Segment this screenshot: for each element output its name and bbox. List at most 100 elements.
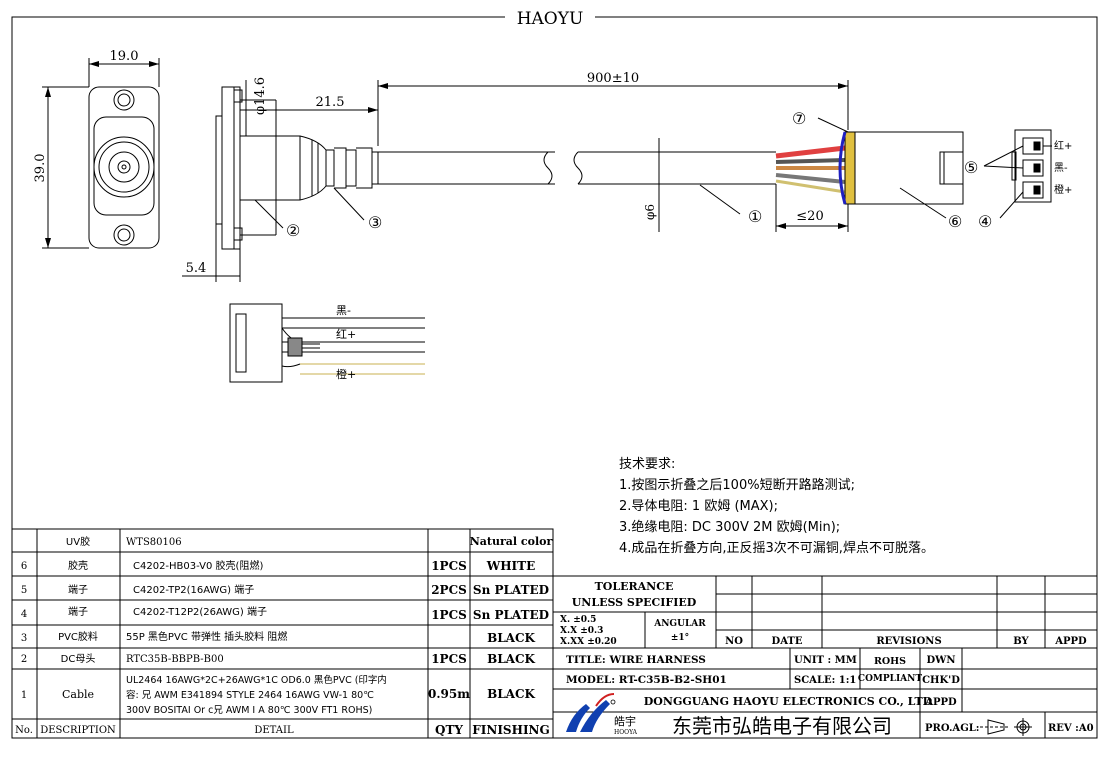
bom-detail: C4202-TP2(16AWG) 端子 [133,583,254,596]
rev-no-label: NO [725,636,743,647]
bom-no: 1 [21,690,27,701]
end-label-orange: 橙+ [1054,183,1072,196]
proagl-label: PRO.AGL: [925,723,979,734]
side-view [182,80,947,282]
requirement-3: 3.绝缘电阻: DC 300V 2M 欧姆(Min); [619,519,840,535]
bom-detail: RTC35B-BBPB-B00 [126,654,224,665]
bom-desc: 端子 [68,583,88,596]
bom-desc: DC母头 [61,653,96,665]
bom-header-desc: DESCRIPTION [40,725,116,736]
company-en: DONGGUANG HAOYU ELECTRONICS CO., LTD [644,695,933,708]
bom-no: 6 [21,561,27,572]
requirement-2: 2.导体电阻: 1 欧姆 (MAX); [619,499,778,514]
bom-qty: 1PCS [431,652,467,666]
rev-label: REV :A0 [1048,723,1094,734]
logo-en: HOOYA [614,729,638,736]
wiring-detail [229,303,425,383]
appd-label-2: APPD [924,697,957,708]
bom-qty: 2PCS [431,583,467,597]
bom-finish: WHITE [486,559,536,573]
dim-plug-length: 21.5 [316,95,345,110]
bom-rows: UV胶 WTS80106 Natural color 6 胶壳 C4202-HB… [15,535,552,737]
logo-cn: 皓宇 [614,715,636,728]
callout-4: ④ [978,212,992,231]
bom-detail: C4202-T12P2(26AWG) 端子 [133,605,267,618]
housing-end-view [983,129,1052,219]
drawing-title: TITLE: WIRE HARNESS [566,654,706,666]
detail-label-red: 红+ [336,328,356,341]
unit-label: UNIT : MM [794,655,857,666]
rohs-compliant: COMPLIANT [858,674,922,684]
bom-qty: 0.95m [428,687,470,701]
bom-detail: C4202-HB03-V0 胶壳(阻燃) [133,559,263,572]
bom-detail: 300V BOSITAI Or c兄 AWM I A 80℃ 300V FT1 … [126,705,372,716]
rev-appd-label: APPD [1054,636,1087,647]
bom-no: 4 [21,609,27,620]
bom-header-finish: FINISHING [472,723,550,737]
dim-plug-dia: φ14.6 [253,77,268,115]
bom-no: 2 [21,654,27,665]
bom-desc: Cable [62,688,94,701]
haoyu-logo: 皓宇 HOOYA [566,693,638,736]
bom-finish: Sn PLATED [473,608,549,622]
bom-finish: BLACK [487,687,535,701]
front-view [42,58,160,249]
wire-bundle [775,145,846,194]
bom-desc: UV胶 [66,535,90,548]
rev-date-label: DATE [772,636,803,647]
requirements-title: 技术要求: [619,457,675,472]
title-block [552,575,1098,739]
requirement-1: 1.按图示折叠之后100%短断开路路测试; [619,477,855,493]
callout-2: ② [286,221,300,240]
bom-detail: WTS80106 [126,537,182,548]
top-title: HAOYU [517,9,584,29]
bom-qty: 1PCS [431,608,467,622]
bom-header-detail: DETAIL [254,725,294,736]
bom-table [11,528,554,739]
callout-5: ⑤ [964,158,978,177]
bom-desc: PVC胶料 [58,630,98,643]
detail-label-black: 黑- [336,304,351,317]
tolerance-title: TOLERANCE [595,580,674,593]
bom-desc: 胶壳 [68,559,88,572]
bom-finish: BLACK [487,652,535,666]
requirement-4: 4.成品在折叠方向,正反摇3次不可漏铜,焊点不可脱落。 [619,540,934,556]
dim-width: 19.0 [110,49,139,64]
tolerance-sub: UNLESS SPECIFIED [572,596,697,609]
projection-angle-icon [980,718,1032,736]
bom-finish: BLACK [487,631,535,645]
callout-6: ⑥ [948,212,962,231]
detail-label-orange: 橙+ [336,367,356,381]
dim-strip: ≤20 [796,209,823,224]
bom-header-qty: QTY [435,723,463,737]
dim-thickness: 5.4 [186,261,207,276]
bom-detail: UL2464 16AWG*2C+26AWG*1C OD6.0 黑色PVC (印字… [126,674,387,686]
company-cn: 东莞市弘皓电子有限公司 [672,714,892,738]
rev-revisions-label: REVISIONS [876,636,941,647]
rev-by-label: BY [1013,636,1029,647]
model-label: MODEL: RT-C35B-B2-SH01 [566,674,727,686]
end-label-red: 红+ [1054,139,1072,152]
bom-detail: 55P 黑色PVC 带弹性 插头胶料 阻燃 [126,630,287,643]
bom-detail: 容: 兄 AWM E341894 STYLE 2464 16AWG VW-1 8… [126,689,374,701]
callout-1: ① [748,207,762,226]
bom-desc: 端子 [68,605,88,618]
rohs-label: ROHS [874,656,906,667]
bom-finish: Sn PLATED [473,583,549,597]
scale-label: SCALE: 1:1 [794,675,856,686]
bom-no: 3 [21,633,27,644]
dim-cable-length: 900±10 [587,71,639,86]
title-block-text: TOLERANCE UNLESS SPECIFIED X. ±0.5 X.X ±… [560,580,1094,738]
bom-finish: Natural color [470,535,553,548]
bom-qty: 1PCS [431,559,467,573]
end-label-black: 黑- [1054,162,1068,174]
angular-label: ANGULAR [653,619,706,629]
tol-xxx: X.XX ±0.20 [560,637,617,647]
dim-height: 39.0 [33,154,48,183]
bom-no: 5 [21,585,27,596]
bom-header-no: No. [15,725,33,736]
chkd-label: CHK'D [922,675,960,686]
callout-7: ⑦ [792,109,806,128]
tol-xx: X.X ±0.3 [560,626,603,636]
